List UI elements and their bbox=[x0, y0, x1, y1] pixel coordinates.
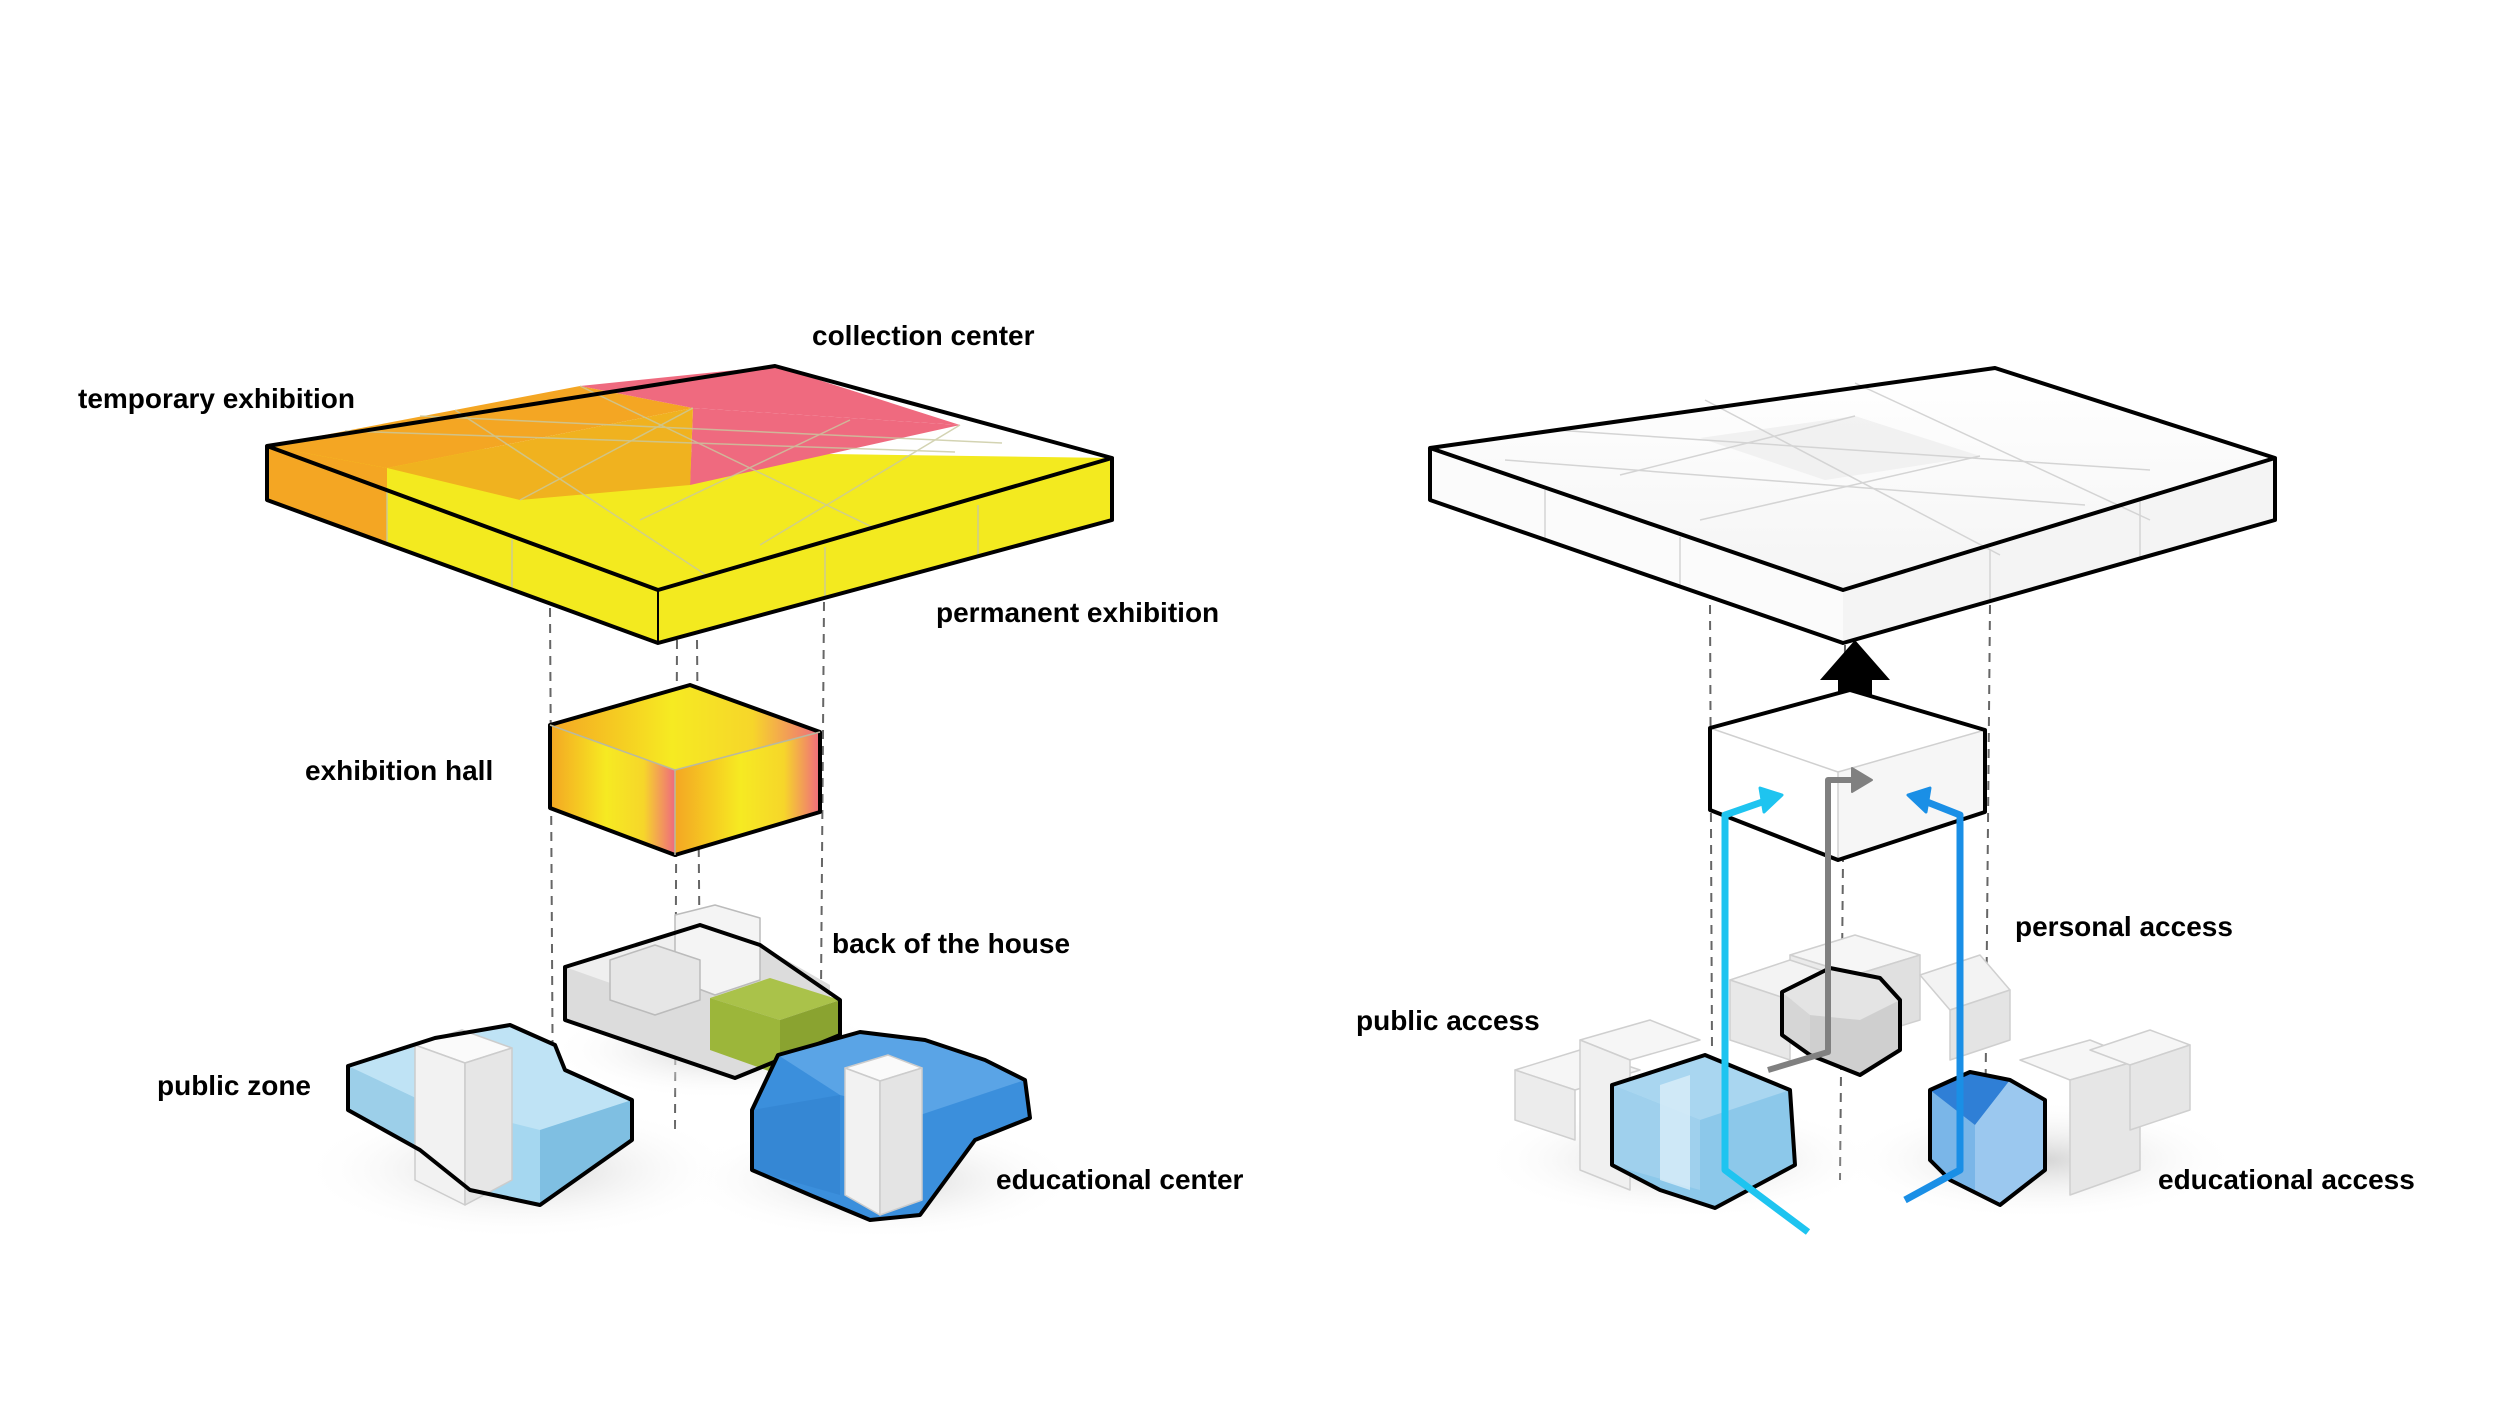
label-permanent-exhibition: permanent exhibition bbox=[936, 597, 1220, 628]
right-diagram bbox=[1428, 366, 2277, 1235]
personal-access-arrow bbox=[1767, 767, 1873, 1073]
back-of-house-massing bbox=[563, 904, 842, 1080]
up-arrow-icon bbox=[1820, 640, 1890, 730]
label-collection-center: collection center bbox=[812, 320, 1035, 351]
educational-center-massing bbox=[750, 1030, 1032, 1222]
public-access-arrow bbox=[1721, 786, 1811, 1235]
label-personal-access: personal access bbox=[2015, 911, 2233, 942]
personal-access-core bbox=[1780, 966, 1902, 1077]
public-zone-massing bbox=[346, 1023, 634, 1207]
exhibition-hall-cube bbox=[548, 683, 822, 857]
top-slab-left bbox=[265, 364, 1114, 645]
label-exhibition-hall: exhibition hall bbox=[305, 755, 494, 786]
label-educational-access: educational access bbox=[2158, 1164, 2415, 1195]
label-temporary-exhibition: temporary exhibition bbox=[78, 383, 355, 414]
label-educational-center: educational center bbox=[996, 1164, 1244, 1195]
label-public-zone: public zone bbox=[157, 1070, 311, 1101]
slab-top-face bbox=[267, 446, 1112, 643]
projection-lines-right bbox=[1709, 604, 1991, 1181]
top-slab-right bbox=[1428, 366, 2277, 645]
educational-access-arrow bbox=[1903, 786, 1964, 1204]
label-public-access: public access bbox=[1356, 1005, 1540, 1036]
public-access-block bbox=[1610, 1053, 1797, 1210]
label-back-of-the-house: back of the house bbox=[832, 928, 1071, 959]
educational-access-block bbox=[1928, 1070, 2047, 1207]
left-diagram bbox=[265, 364, 1114, 1240]
access-hall-cube bbox=[1708, 688, 1987, 862]
